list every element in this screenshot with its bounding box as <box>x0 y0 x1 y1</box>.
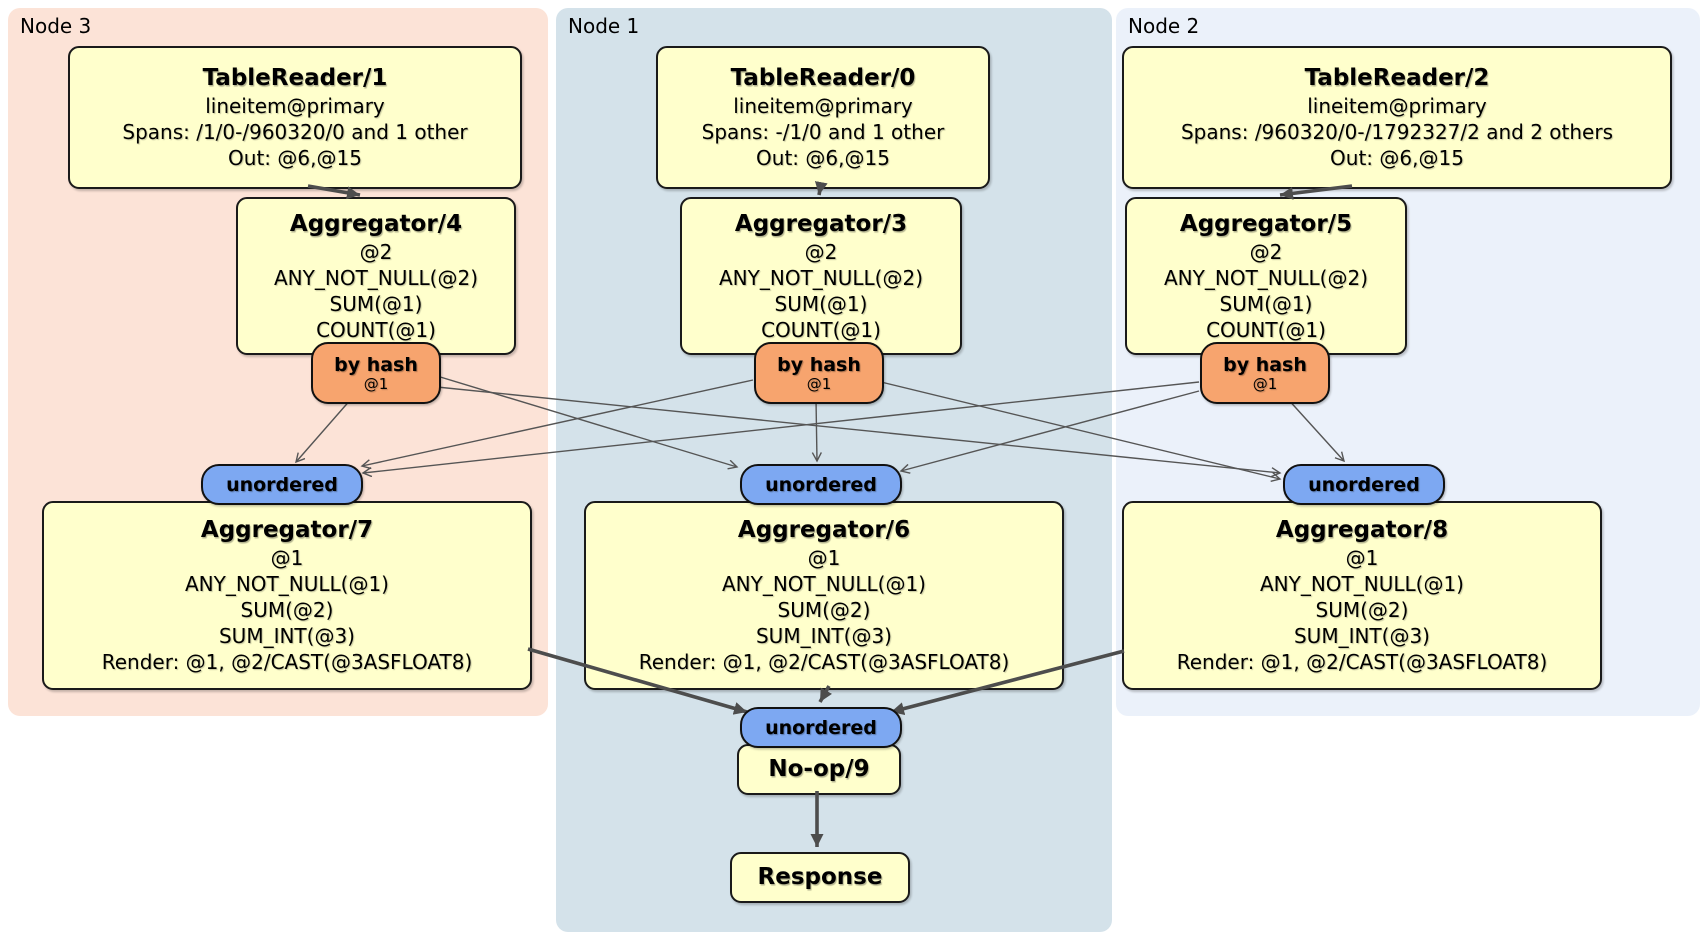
processor-detail-line: SUM(@1) <box>329 291 423 316</box>
processor-detail-line: ANY_NOT_NULL(@1) <box>1259 572 1464 596</box>
processor-title: No-op/9 <box>768 756 870 782</box>
processor-title: Aggregator/8 <box>1275 517 1449 543</box>
processor-title: Aggregator/7 <box>200 517 374 543</box>
processor-detail-line: @1 <box>270 546 304 570</box>
stream-label: unordered <box>1308 473 1420 496</box>
stream-label: unordered <box>765 473 877 496</box>
processor-detail-line: ANY_NOT_NULL(@2) <box>274 265 478 290</box>
router-detail: @1 <box>1252 374 1278 393</box>
stream-unordered-7: unordered <box>201 464 363 505</box>
processor-detail-line: lineitem@primary <box>205 94 385 118</box>
processor-detail-line: ANY_NOT_NULL(@2) <box>719 265 923 290</box>
processor-detail-line: @2 <box>804 239 838 264</box>
processor-detail-line: ANY_NOT_NULL(@1) <box>721 572 926 596</box>
processor-detail-line: Out: @6,@15 <box>756 146 890 170</box>
processor-detail-line: @2 <box>359 239 393 264</box>
region-node2-label: Node 2 <box>1128 14 1200 38</box>
stream-unordered-9: unordered <box>740 707 902 748</box>
processor-detail-line: SUM_INT(@3) <box>755 624 892 648</box>
processor-detail-line: Render: @1, @2/CAST(@3ASFLOAT8) <box>101 650 473 674</box>
processor-detail-line: SUM_INT(@3) <box>218 624 355 648</box>
processor-detail-line: SUM(@2) <box>240 598 334 622</box>
processor-detail-line: SUM_INT(@3) <box>1293 624 1430 648</box>
processor-detail-line: COUNT(@1) <box>316 317 436 342</box>
processor-title: Response <box>757 864 883 890</box>
processor-title: Aggregator/5 <box>1179 210 1353 237</box>
processor-detail-line: ANY_NOT_NULL(@2) <box>1164 265 1368 290</box>
stream-label: unordered <box>226 473 338 496</box>
processor-detail-line: lineitem@primary <box>733 94 913 118</box>
region-node3-label: Node 3 <box>20 14 92 38</box>
processor-detail-line: COUNT(@1) <box>761 317 881 342</box>
processor-detail-line: Spans: /1/0-/960320/0 and 1 other <box>122 120 468 144</box>
stream-label: unordered <box>765 716 877 739</box>
processor-detail-line: Out: @6,@15 <box>228 146 362 170</box>
processor-detail-line: COUNT(@1) <box>1206 317 1326 342</box>
router-detail: @1 <box>806 374 832 393</box>
processor-detail-line: Spans: /960320/0-/1792327/2 and 2 others <box>1180 120 1613 144</box>
processor-detail-line: Out: @6,@15 <box>1330 146 1464 170</box>
processor-title: Aggregator/4 <box>289 210 463 237</box>
processor-response: Response <box>730 852 910 903</box>
processor-detail-line: SUM(@1) <box>1219 291 1313 316</box>
processor-title: TableReader/0 <box>730 65 916 91</box>
processor-detail-line: @2 <box>1249 239 1283 264</box>
processor-detail-line: SUM(@2) <box>777 598 871 622</box>
processor-detail-line: @1 <box>1345 546 1379 570</box>
processor-detail-line: SUM(@1) <box>774 291 868 316</box>
stream-unordered-6: unordered <box>740 464 902 505</box>
router-label: by hash <box>334 353 418 376</box>
processor-detail-line: Spans: -/1/0 and 1 other <box>701 120 945 144</box>
processor-detail-line: SUM(@2) <box>1315 598 1409 622</box>
processor-detail-line: Render: @1, @2/CAST(@3ASFLOAT8) <box>638 650 1010 674</box>
processor-title: Aggregator/6 <box>737 517 911 543</box>
processor-detail-line: Render: @1, @2/CAST(@3ASFLOAT8) <box>1176 650 1548 674</box>
router-byhash-4: by hash @1 <box>311 342 441 404</box>
router-label: by hash <box>1223 353 1307 376</box>
processor-title: Aggregator/3 <box>734 210 908 237</box>
processor-detail-line: ANY_NOT_NULL(@1) <box>184 572 389 596</box>
processor-title: TableReader/2 <box>1304 65 1490 91</box>
router-byhash-3: by hash @1 <box>754 342 884 404</box>
processor-noop-9: No-op/9 <box>737 744 901 795</box>
processor-title: TableReader/1 <box>202 65 388 91</box>
stream-unordered-8: unordered <box>1283 464 1445 505</box>
router-label: by hash <box>777 353 861 376</box>
processor-detail-line: lineitem@primary <box>1307 94 1487 118</box>
processor-detail-line: @1 <box>807 546 841 570</box>
router-byhash-5: by hash @1 <box>1200 342 1330 404</box>
router-detail: @1 <box>363 374 389 393</box>
region-node1-label: Node 1 <box>568 14 640 38</box>
